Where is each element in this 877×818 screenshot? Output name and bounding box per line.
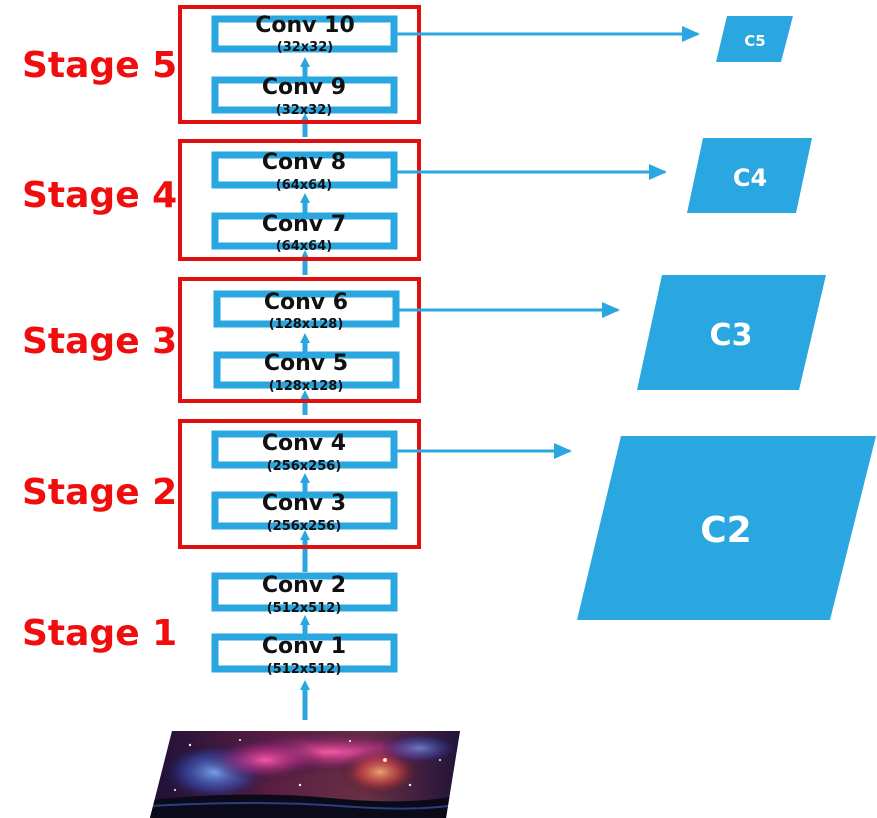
- feature-labels: C5 C4 C3 C2: [700, 32, 767, 551]
- conv10-name: Conv 10: [255, 13, 355, 38]
- conv5-size: (128x128): [269, 379, 344, 394]
- conv5-block: [213, 351, 400, 389]
- c4-map: [687, 138, 812, 213]
- nebula-photo-icon: [150, 731, 460, 818]
- conv5-name: Conv 5: [264, 351, 348, 376]
- conv8-name: Conv 8: [262, 150, 346, 175]
- stage3-label: Stage 3: [22, 321, 177, 362]
- conv1-block: [211, 633, 398, 673]
- stage4-label: Stage 4: [22, 175, 177, 216]
- stage2-box: [178, 419, 421, 549]
- c3-map: [637, 275, 826, 390]
- feature-arrows: [394, 26, 700, 459]
- conv2-block: [211, 572, 398, 612]
- c3-label: C3: [710, 318, 753, 353]
- conv6-block: [213, 290, 400, 328]
- stage5-box: [178, 5, 421, 124]
- conv9-block: [211, 76, 398, 114]
- c2-map: [577, 436, 876, 620]
- conv-labels: Conv 10 (32x32) Conv 9 (32x32) Conv 8 (6…: [255, 13, 355, 677]
- stage3-box: [178, 277, 421, 403]
- stage4-box: [178, 139, 421, 261]
- stage-boxes: [178, 5, 421, 549]
- feature-maps: [577, 16, 876, 620]
- stage2-label: Stage 2: [22, 472, 177, 513]
- stage-labels: Stage 5 Stage 4 Stage 3 Stage 2 Stage 1: [22, 45, 177, 654]
- conv9-name: Conv 9: [262, 75, 346, 100]
- conv8-block: [211, 151, 398, 189]
- conv3-block: [211, 491, 398, 530]
- conv-blocks: [211, 15, 400, 673]
- c4-label: C4: [733, 164, 767, 192]
- conv2-size: (512x512): [267, 601, 342, 616]
- conv7-block: [211, 212, 398, 250]
- stage5-label: Stage 5: [22, 45, 177, 86]
- c5-label: C5: [744, 32, 765, 50]
- c5-map: [716, 16, 793, 62]
- conv1-size: (512x512): [267, 662, 342, 677]
- conv6-name: Conv 6: [264, 290, 348, 315]
- conv4-size: (256x256): [267, 459, 342, 474]
- conv2-name: Conv 2: [262, 573, 346, 598]
- conv8-size: (64x64): [276, 178, 332, 193]
- conv10-size: (32x32): [277, 40, 333, 55]
- conv3-size: (256x256): [267, 519, 342, 534]
- conv6-size: (128x128): [269, 317, 344, 332]
- conv7-size: (64x64): [276, 239, 332, 254]
- stage1-label: Stage 1: [22, 613, 177, 654]
- conv4-name: Conv 4: [262, 431, 346, 456]
- conv9-size: (32x32): [276, 103, 332, 118]
- conv7-name: Conv 7: [262, 212, 346, 237]
- conv1-name: Conv 1: [262, 634, 346, 659]
- c2-label: C2: [700, 510, 751, 551]
- conv3-name: Conv 3: [262, 491, 346, 516]
